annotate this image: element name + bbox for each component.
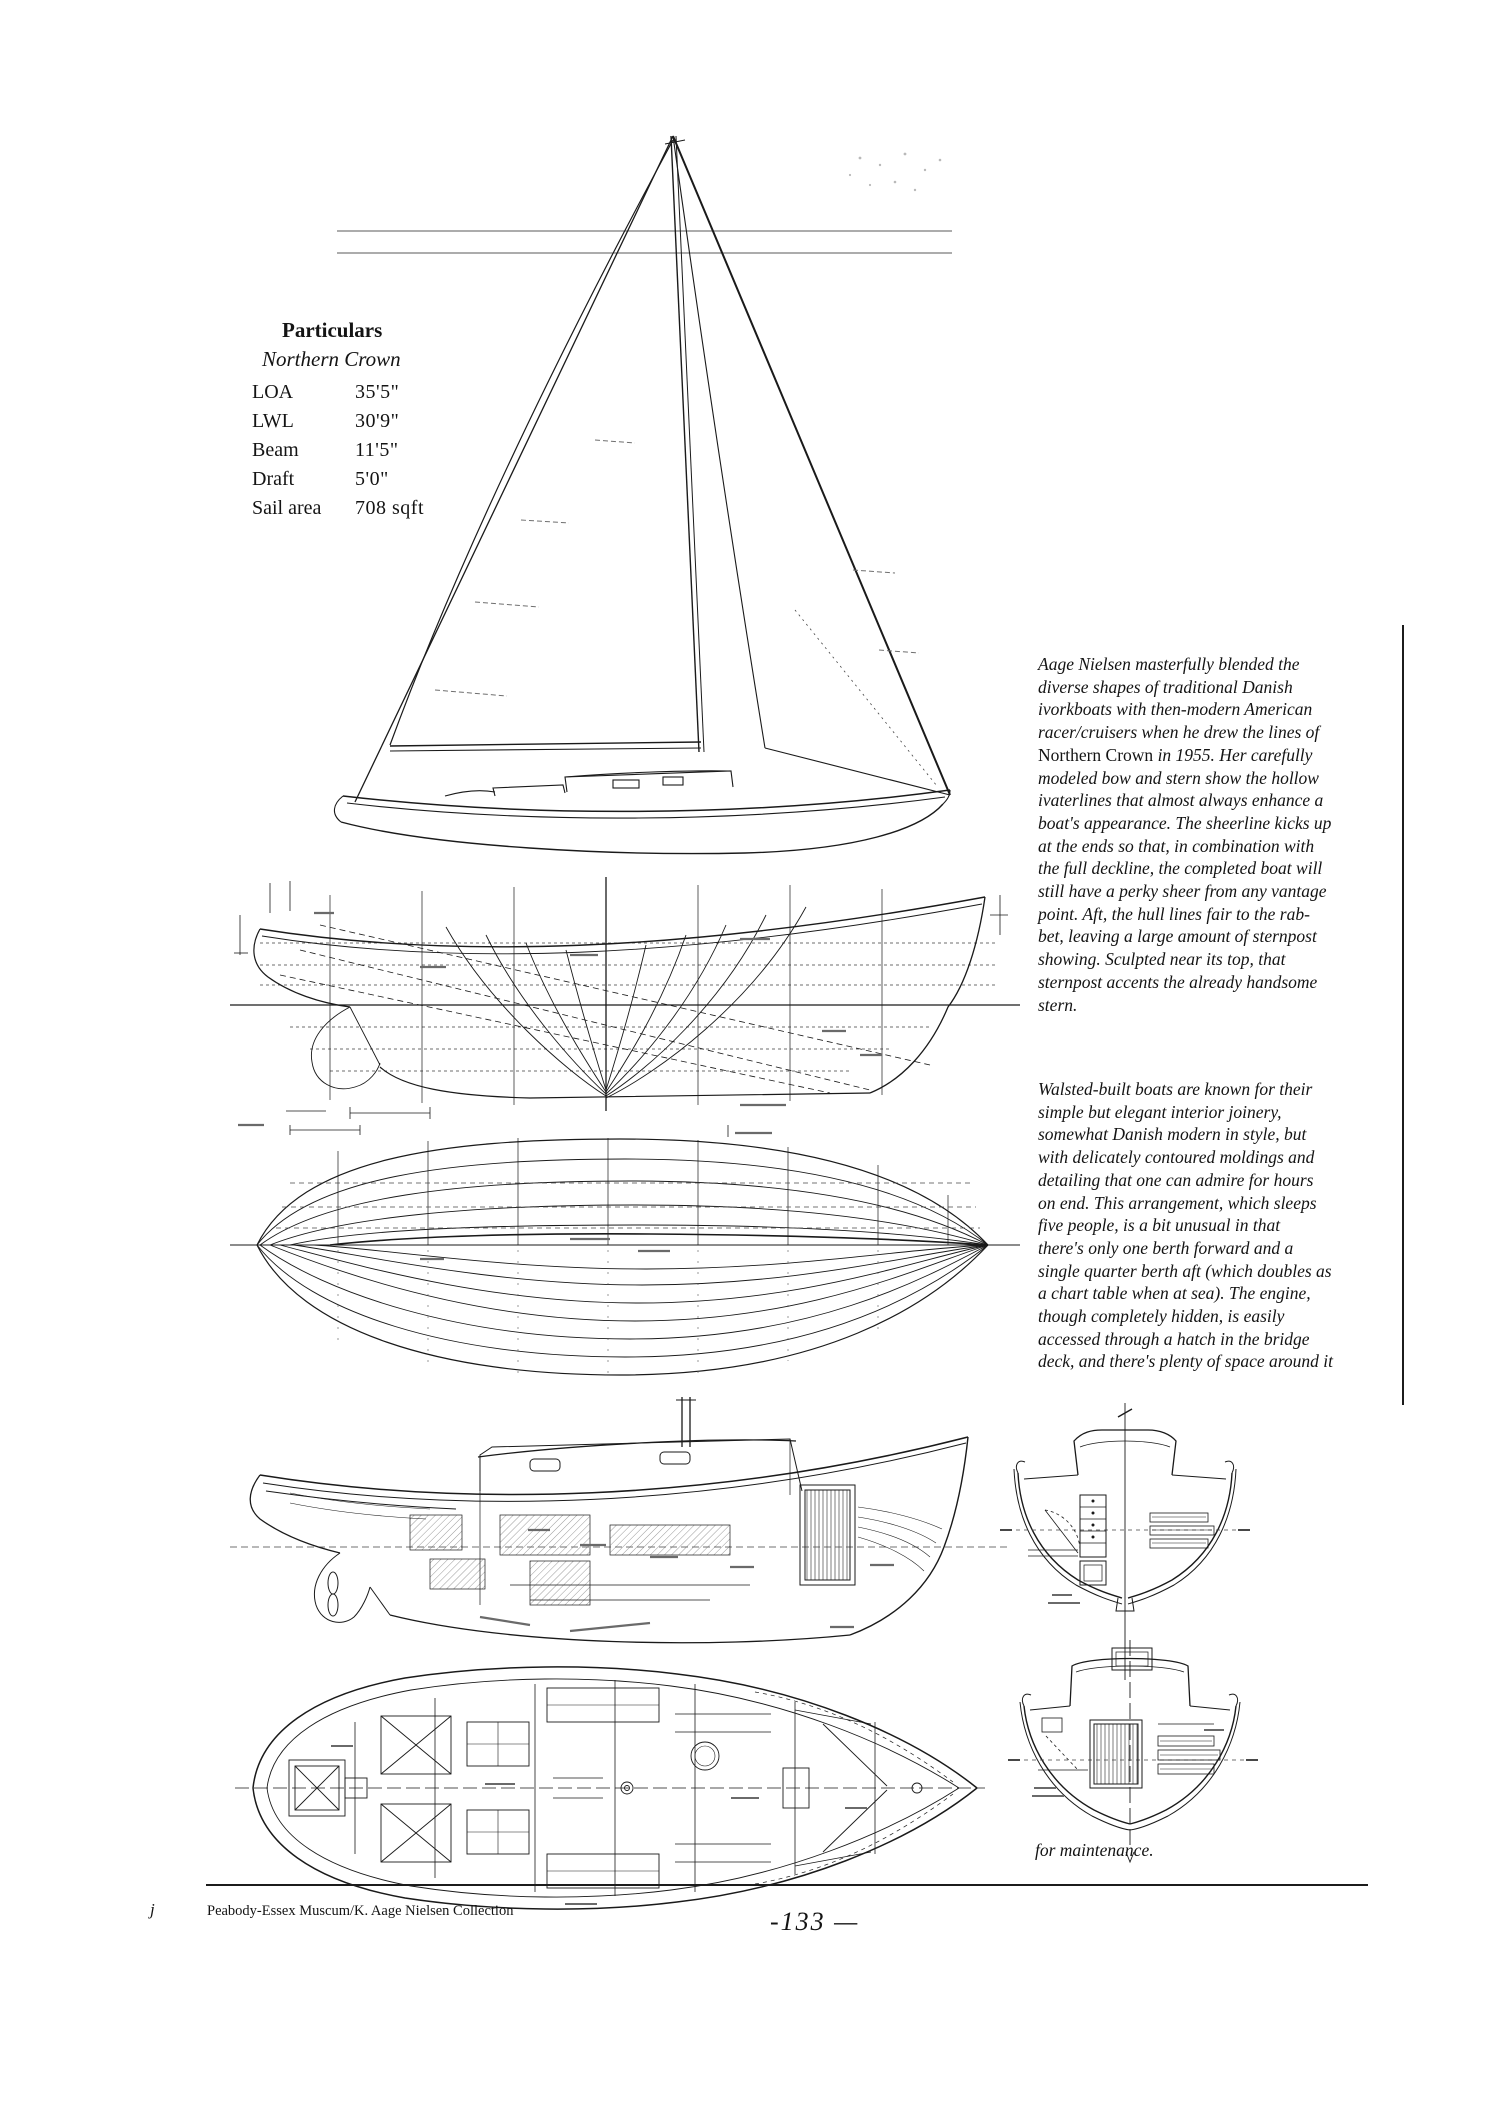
column-rule <box>1402 625 1404 1405</box>
spec-value: 30'9" <box>355 410 400 432</box>
paragraph-line: Northern Crown in 1955. Her carefully <box>1038 744 1418 767</box>
page-number: -133 — <box>770 1907 860 1936</box>
deck-plan-drawing <box>235 1666 985 1910</box>
spec-label: Beam <box>252 439 299 461</box>
footer-credit: Peabody-Essex Muscum/K. Aage Nielsen Col… <box>207 1903 514 1919</box>
paragraph-text: Aage Nielsen masterfully blended the div… <box>1038 654 1320 743</box>
sail-plan-drawing <box>333 135 952 855</box>
article-paragraph-2: Walsted-built boats are known for their … <box>1038 1078 1418 1373</box>
paragraph-text: Walsted-built boats are known for their … <box>1038 1079 1334 1372</box>
spec-value: 5'0" <box>355 468 389 490</box>
paragraph-text: in 1955. Her carefully <box>1153 744 1313 765</box>
spec-label: Sail area <box>252 497 322 519</box>
spec-value: 35'5" <box>355 381 400 403</box>
particulars-title: Particulars <box>282 318 383 342</box>
lines-profile-drawing <box>230 877 1020 1119</box>
body-section-forward-drawing <box>1000 1403 1250 1680</box>
half-breadth-plan-drawing <box>230 1123 1020 1377</box>
margin-mark: j <box>150 1900 155 1919</box>
boat-name-roman: Northern Crown <box>1038 744 1154 765</box>
body-section-aft-drawing <box>1008 1640 1258 1864</box>
spec-value: 708 sqft <box>355 497 424 519</box>
spec-label: LWL <box>252 410 294 432</box>
article-paragraph-1: Aage Nielsen masterfully blended the div… <box>1038 653 1418 1016</box>
spec-label: LOA <box>252 381 294 403</box>
particulars-boat-name: Northern Crown <box>262 347 401 371</box>
spec-label: Draft <box>252 468 295 490</box>
paragraph-continuation: for maintenance. <box>1035 1840 1154 1860</box>
construction-profile-drawing <box>230 1397 1010 1644</box>
paragraph-text: modeled bow and stern show the hollow iv… <box>1038 767 1332 1015</box>
footer-rule <box>206 1884 1368 1886</box>
spec-value: 11'5" <box>355 439 399 461</box>
